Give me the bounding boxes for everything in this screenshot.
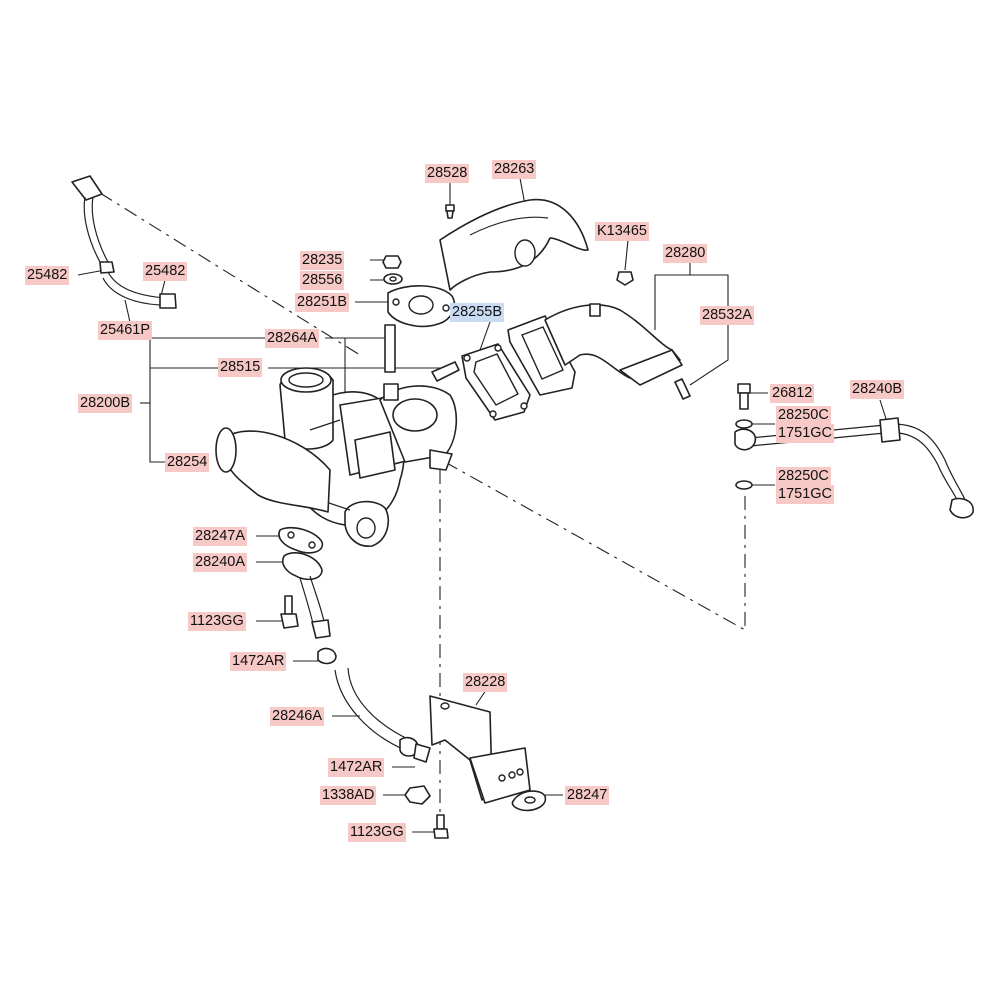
label-25461P[interactable]: 25461P bbox=[98, 321, 152, 340]
label-28240A[interactable]: 28240A bbox=[193, 553, 247, 572]
gasket-28247 bbox=[511, 790, 547, 812]
assembly-line-return bbox=[444, 461, 746, 631]
oil-line bbox=[734, 417, 974, 519]
bolt-28528 bbox=[445, 204, 455, 219]
bolt-1123GG-upper bbox=[280, 595, 299, 629]
stud-28532A bbox=[674, 378, 691, 400]
label-1751GC-upper[interactable]: 1751GC bbox=[776, 424, 835, 443]
label-28200B[interactable]: 28200B bbox=[78, 394, 132, 413]
label-28247[interactable]: 28247 bbox=[565, 786, 610, 805]
label-28250C-lower[interactable]: 28250C bbox=[776, 467, 831, 486]
gasket-28255B bbox=[461, 343, 531, 421]
label-28528[interactable]: 28528 bbox=[425, 164, 470, 183]
return-hose bbox=[317, 647, 431, 763]
heat-shield bbox=[439, 198, 589, 291]
label-1472AR-upper[interactable]: 1472AR bbox=[230, 652, 287, 671]
label-25482-left[interactable]: 25482 bbox=[25, 266, 70, 285]
label-28246A[interactable]: 28246A bbox=[270, 707, 324, 726]
label-1338AD[interactable]: 1338AD bbox=[320, 786, 377, 805]
bracket bbox=[429, 695, 531, 804]
label-28532A[interactable]: 28532A bbox=[700, 306, 754, 325]
bolt-26812 bbox=[737, 383, 751, 410]
label-28251B[interactable]: 28251B bbox=[295, 293, 349, 312]
assembly-line-oil-feed bbox=[99, 192, 361, 356]
label-28264A[interactable]: 28264A bbox=[265, 329, 319, 348]
label-28250C-upper[interactable]: 28250C bbox=[776, 406, 831, 425]
label-26812[interactable]: 26812 bbox=[770, 384, 815, 403]
label-28247A[interactable]: 28247A bbox=[193, 527, 247, 546]
oil-feed-pipe bbox=[71, 175, 177, 309]
label-28556[interactable]: 28556 bbox=[300, 271, 345, 290]
stud-28264A bbox=[384, 324, 396, 373]
label-28228[interactable]: 28228 bbox=[463, 673, 508, 692]
gasket-28251B bbox=[387, 285, 456, 328]
label-28280[interactable]: 28280 bbox=[663, 244, 708, 263]
label-k13465[interactable]: K13465 bbox=[595, 222, 649, 241]
label-28255B[interactable]: 28255B bbox=[450, 303, 504, 322]
washer-lower bbox=[735, 480, 753, 490]
washer-upper bbox=[735, 419, 753, 429]
bolt-1123GG-lower bbox=[433, 814, 449, 839]
washer-28556 bbox=[383, 273, 403, 285]
stud-28515 bbox=[431, 361, 460, 382]
intake-hose bbox=[215, 427, 331, 513]
exhaust-elbow bbox=[507, 303, 683, 396]
label-1123GG-upper[interactable]: 1123GG bbox=[188, 612, 246, 631]
label-28263[interactable]: 28263 bbox=[492, 160, 537, 179]
label-28515[interactable]: 28515 bbox=[218, 358, 263, 377]
label-28240B[interactable]: 28240B bbox=[850, 380, 904, 399]
label-28254[interactable]: 28254 bbox=[165, 453, 210, 472]
nut-28235 bbox=[382, 255, 402, 269]
nut-k13465 bbox=[616, 271, 634, 286]
label-25482-right[interactable]: 25482 bbox=[143, 262, 188, 281]
label-1123GG-lower[interactable]: 1123GG bbox=[348, 823, 406, 842]
nut-1338AD bbox=[404, 785, 431, 805]
label-1751GC-lower[interactable]: 1751GC bbox=[776, 485, 835, 504]
oil-return-pipe bbox=[281, 552, 331, 639]
gasket-28247A bbox=[278, 526, 324, 554]
label-28235[interactable]: 28235 bbox=[300, 251, 345, 270]
label-1472AR-lower[interactable]: 1472AR bbox=[328, 758, 385, 777]
